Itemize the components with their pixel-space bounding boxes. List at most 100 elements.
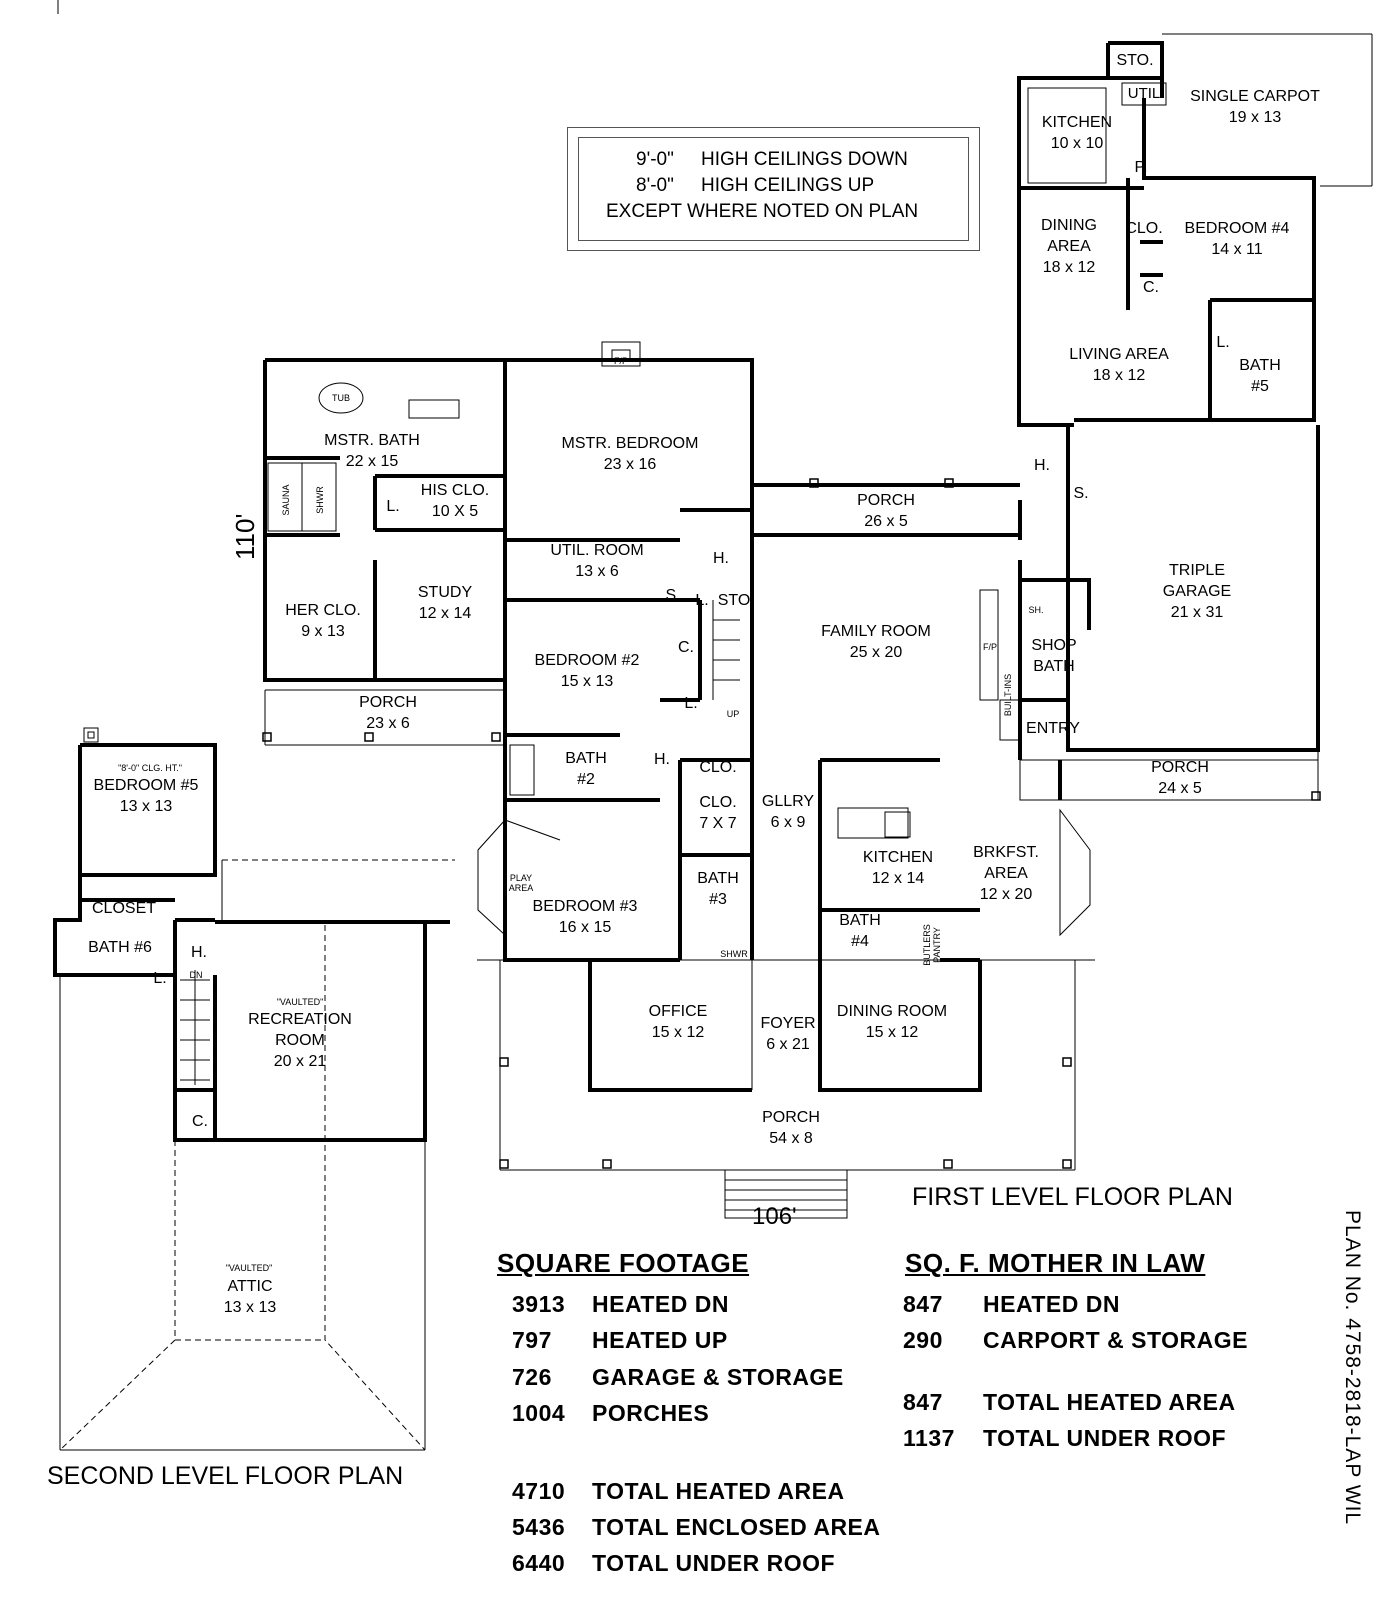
sf-label: GARAGE & STORAGE	[592, 1364, 844, 1390]
master-shower-label: SHWR	[315, 486, 325, 514]
shop-bath-name-1: SHOP	[1031, 637, 1077, 654]
ceiling-notes-inner	[578, 137, 969, 241]
closet-7x7-dims: 7 X 7	[699, 815, 737, 832]
gallery-dims: 6 x 9	[770, 814, 806, 831]
dining-area-name-2: AREA	[1047, 238, 1091, 255]
sf-label: PORCHES	[592, 1400, 710, 1426]
mil-label: CARPORT & STORAGE	[983, 1327, 1248, 1353]
second-level-walls	[53, 743, 450, 1142]
triple-garage-name-1: TRIPLE	[1168, 562, 1225, 579]
upper-l-label: L.	[153, 970, 167, 987]
bedroom2-name: BEDROOM #2	[534, 652, 640, 669]
mil-kitchen-name: KITCHEN	[1041, 114, 1113, 131]
kitchen-name: KITCHEN	[862, 849, 934, 866]
util-hall-label: H.	[713, 550, 729, 567]
bedroom4-name: BEDROOM #4	[1184, 220, 1290, 237]
bath5-num: #5	[1251, 378, 1269, 395]
living-area-dims: 18 x 12	[1092, 367, 1146, 384]
bedroom5-name: BEDROOM #5	[93, 777, 199, 794]
util-room-name: UTIL. ROOM	[550, 542, 644, 559]
butlers-pantry-name-1: BUTLERS	[922, 924, 932, 966]
entry-label: ENTRY	[1026, 720, 1080, 737]
carport-dims: 19 x 13	[1228, 109, 1282, 126]
upper-hall-label: H.	[191, 944, 207, 961]
foyer-name: FOYER	[760, 1015, 816, 1032]
bath5-label: BATH#5	[1239, 355, 1280, 397]
dining-area-dims: 18 x 12	[1042, 259, 1096, 276]
pantry-p-label: P.	[1134, 159, 1148, 176]
living-area-label: LIVING AREA 18 x 12	[1069, 344, 1169, 386]
master-bath-dims: 22 x 15	[345, 453, 399, 470]
sf-label: TOTAL ENCLOSED AREA	[592, 1514, 881, 1540]
stair-down-label: DN	[189, 970, 203, 980]
play-area-name-1: PLAY	[509, 873, 533, 883]
study-porch-name: PORCH	[359, 694, 417, 711]
bedroom2-dims: 15 x 13	[560, 673, 614, 690]
master-suite-walls	[263, 358, 754, 682]
mil-kitchen-label: KITCHEN 10 x 10	[1042, 112, 1112, 154]
bath5-l-label: L.	[1216, 334, 1230, 351]
util-s-label: S.	[665, 587, 681, 604]
living-area-name: LIVING AREA	[1069, 346, 1169, 363]
foyer-dims: 6 x 21	[766, 1036, 810, 1053]
bedroom3-name: BEDROOM #3	[532, 898, 638, 915]
dining-room-dims: 15 x 12	[865, 1024, 919, 1041]
recreation-vaulted-note: "VAULTED"	[276, 997, 324, 1007]
bath3-num: #3	[709, 891, 727, 908]
hall-closet-label: CLO.	[699, 759, 737, 776]
closet-label: CLOSET	[91, 900, 157, 917]
kitchen-dims: 12 x 14	[871, 870, 925, 887]
bath4-name: BATH	[839, 912, 881, 929]
mil-label: TOTAL HEATED AREA	[983, 1389, 1236, 1415]
study-porch-dims: 23 x 6	[366, 715, 410, 732]
sf-label: HEATED DN	[592, 1291, 729, 1317]
study-porch-label: PORCH 23 x 6	[359, 692, 417, 734]
her-closet-label: HER CLO.9 x 13	[285, 600, 361, 642]
carport-label: SINGLE CARPOT 19 x 13	[1190, 86, 1320, 128]
front-porch-dims: 54 x 8	[769, 1130, 813, 1147]
attic-name: ATTIC	[227, 1278, 273, 1295]
his-closet-name: HIS CLO.	[420, 482, 490, 499]
note-line-1-text: HIGH CEILINGS DOWN	[701, 149, 908, 170]
butlers-pantry-name-2: PANTRY	[932, 927, 942, 963]
master-fireplace-label: F/P	[613, 356, 629, 366]
family-fireplace-label: F/P	[982, 642, 998, 652]
sf-label: TOTAL UNDER ROOF	[592, 1550, 836, 1576]
sf-number: 726	[512, 1364, 552, 1390]
mil-kitchen-dims: 10 x 10	[1050, 135, 1104, 152]
master-bedroom-name: MSTR. BEDROOM	[561, 435, 699, 452]
mother-in-law-walls	[1017, 41, 1316, 427]
attic-dims: 13 x 13	[223, 1299, 277, 1316]
attic-label: ATTIC 13 x 13	[224, 1276, 276, 1318]
bed2-closet-label: C.	[678, 639, 694, 656]
sf-label: TOTAL HEATED AREA	[592, 1478, 845, 1504]
rear-porch-name: PORCH	[857, 492, 915, 509]
mil-label: HEATED DN	[983, 1291, 1120, 1317]
upper-c-label: C.	[192, 1113, 208, 1130]
carport-name: SINGLE CARPOT	[1190, 88, 1320, 105]
overall-width-dimension: 106'	[752, 1203, 797, 1230]
garage-porch-dims: 24 x 5	[1158, 780, 1202, 797]
util-label: UTIL	[1127, 85, 1161, 102]
built-ins-label: BUILT-INS	[1003, 673, 1013, 717]
ceiling-notes: 9'-0" HIGH CEILINGS DOWN 8'-0" HIGH CEIL…	[567, 127, 980, 251]
his-closet-dims: 10 X 5	[431, 503, 479, 520]
mil-number: 847	[903, 1291, 943, 1317]
sf-number: 6440	[512, 1550, 566, 1576]
first-level-title: FIRST LEVEL FLOOR PLAN	[912, 1183, 1233, 1211]
note-line-2-text: HIGH CEILINGS UP	[701, 175, 875, 196]
bath2-name: BATH	[565, 750, 607, 767]
shop-shower-label: SH.	[1028, 605, 1044, 615]
bath3-name: BATH	[697, 870, 739, 887]
mother-in-law-title: SQ. F. MOTHER IN LAW	[905, 1248, 1206, 1278]
overall-depth-dimension: 110'	[230, 513, 260, 560]
square-footage-title: SQUARE FOOTAGE	[497, 1248, 750, 1278]
